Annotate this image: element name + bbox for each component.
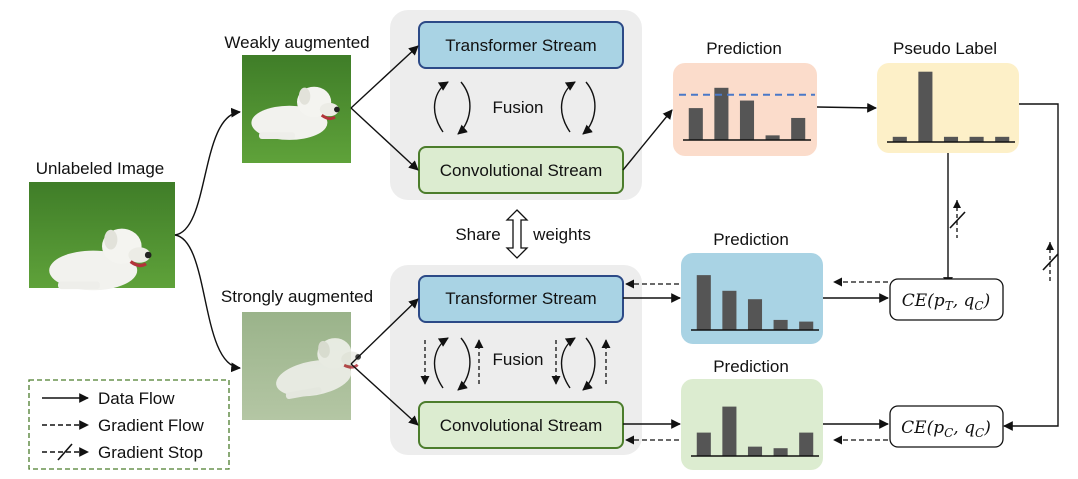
legend-gradient-stop-label: Gradient Stop bbox=[98, 443, 203, 462]
strong-augment-label: Strongly augmented bbox=[221, 287, 373, 306]
weak-augment-label: Weakly augmented bbox=[224, 33, 369, 52]
pseudo-label-bar-5 bbox=[995, 136, 1010, 142]
prediction-mid-chart bbox=[691, 275, 819, 331]
prediction-top-bar-3 bbox=[739, 100, 755, 140]
pseudo-label-title: Pseudo Label bbox=[893, 39, 997, 58]
prediction-bot-bar-3 bbox=[747, 446, 763, 456]
arrow-pseudo-to-ce-c bbox=[1003, 103, 1059, 431]
weak-augment-image bbox=[242, 55, 351, 163]
ce-t-loss-box bbox=[889, 278, 1004, 321]
arrow-strong-to-transformer bbox=[350, 298, 419, 365]
gradient-stop-icon-1 bbox=[949, 200, 966, 238]
pseudo-label-chart bbox=[887, 71, 1015, 143]
top-transformer-box bbox=[418, 21, 624, 69]
pseudo-label-bar-1 bbox=[892, 136, 907, 142]
prediction-bot-chart bbox=[691, 406, 819, 457]
prediction-top-bar-1 bbox=[688, 108, 703, 140]
ce-c-loss-text: CE(pC, qC) bbox=[901, 418, 991, 440]
prediction-bot-title: Prediction bbox=[713, 357, 789, 376]
prediction-top-bar-4 bbox=[765, 135, 780, 140]
bottom-fusion-label: Fusion bbox=[492, 350, 543, 369]
prediction-bot-box bbox=[681, 379, 823, 470]
ce-t-loss-text: CE(pT, qC) bbox=[902, 291, 990, 313]
arrow-strong-to-conv bbox=[350, 363, 419, 426]
prediction-top-chart bbox=[679, 87, 815, 141]
legend-gradient-flow-label: Gradient Flow bbox=[98, 416, 205, 435]
weights-label: weights bbox=[532, 225, 591, 244]
unlabeled-image-label: Unlabeled Image bbox=[36, 159, 165, 178]
arrow-prediction-to-pseudo bbox=[816, 102, 877, 113]
prediction-mid-bar-4 bbox=[773, 319, 788, 330]
prediction-bot-bar-1 bbox=[696, 432, 711, 456]
top-fusion-label: Fusion bbox=[492, 98, 543, 117]
share-label: Share bbox=[455, 225, 500, 244]
top-transformer-label: Transformer Stream bbox=[445, 36, 596, 55]
arrow-to-strong bbox=[174, 234, 241, 373]
bottom-fusion-gradient-arrows bbox=[420, 339, 611, 385]
top-fusion-arrows bbox=[433, 81, 596, 135]
ce-c-loss-box bbox=[889, 405, 1004, 448]
legend-data-flow-label: Data Flow bbox=[98, 389, 175, 408]
prediction-mid-bar-5 bbox=[799, 321, 814, 330]
prediction-bot-bar-5 bbox=[799, 432, 814, 456]
arrow-weak-to-transformer bbox=[350, 45, 419, 109]
pseudo-label-box bbox=[877, 63, 1019, 153]
prediction-top-title: Prediction bbox=[706, 39, 782, 58]
prediction-mid-bar-1 bbox=[696, 275, 711, 330]
prediction-mid-title: Prediction bbox=[713, 230, 789, 249]
arrow-weak-to-conv bbox=[350, 107, 419, 171]
prediction-bot-bar-4 bbox=[773, 448, 788, 456]
pseudo-label-bar-4 bbox=[969, 136, 984, 142]
prediction-mid-bar-2 bbox=[722, 290, 737, 330]
prediction-top-bar-5 bbox=[791, 117, 806, 140]
prediction-mid-bar-3 bbox=[747, 299, 763, 330]
bottom-transformer-label: Transformer Stream bbox=[445, 289, 596, 308]
share-weights-icon bbox=[505, 209, 529, 259]
pseudo-label-bar-2 bbox=[918, 71, 933, 142]
bottom-conv-box bbox=[418, 401, 624, 449]
unlabeled-image bbox=[29, 182, 175, 292]
prediction-bot-bar-2 bbox=[722, 406, 737, 456]
bottom-conv-label: Convolutional Stream bbox=[440, 416, 603, 435]
arrow-conv-to-prediction bbox=[622, 109, 673, 171]
gradient-stop-icon-2 bbox=[1042, 242, 1059, 282]
top-conv-label: Convolutional Stream bbox=[440, 161, 603, 180]
prediction-top-bar-2 bbox=[714, 87, 729, 140]
strong-augment-image bbox=[242, 312, 368, 420]
pseudo-label-bar-3 bbox=[943, 136, 959, 142]
arrow-to-weak bbox=[174, 107, 241, 236]
legend-gradient-stop-icon bbox=[42, 443, 89, 461]
bottom-transformer-box bbox=[418, 275, 624, 323]
bottom-fusion-arrows bbox=[433, 337, 596, 391]
